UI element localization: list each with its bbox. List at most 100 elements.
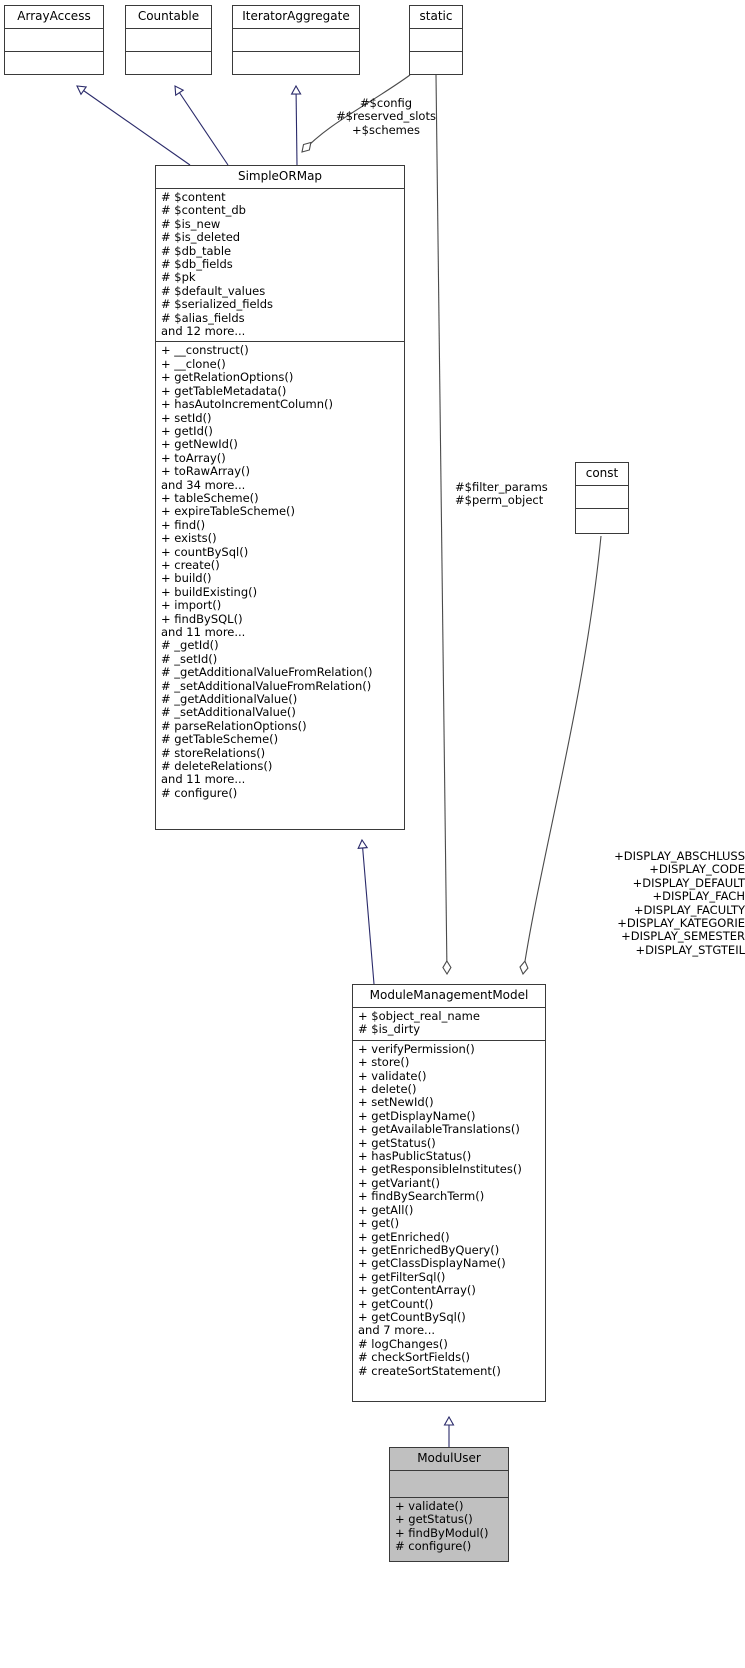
member-entry: +DISPLAY_CODE [649, 862, 745, 877]
member-entry: + getClassDisplayName() [358, 1256, 506, 1271]
methods-compartment [410, 52, 462, 74]
member-entry: + tableScheme() [161, 490, 259, 505]
member-entry: + getStatus() [395, 1512, 473, 1527]
member-entry: + toRawArray() [161, 464, 250, 479]
member-entry: # _setAdditionalValue() [161, 705, 296, 720]
member-entry: + verifyPermission() [358, 1041, 475, 1056]
member-entry: + getVariant() [358, 1175, 440, 1190]
member-entry: # checkSortFields() [358, 1350, 471, 1365]
member-entry: #$reserved_slots [336, 109, 436, 124]
member-entry: + __clone() [161, 356, 226, 371]
methods-compartment [5, 52, 103, 74]
member-entry: # $alias_fields [161, 310, 245, 325]
member-entry: + setId() [161, 410, 212, 425]
methods-compartment [576, 509, 628, 531]
class-title: Countable [126, 6, 211, 29]
member-entry: + hasPublicStatus() [358, 1149, 472, 1164]
member-entry: +DISPLAY_FACULTY [633, 902, 745, 917]
class-box-countable[interactable]: Countable [125, 5, 212, 75]
member-entry: +DISPLAY_SEMESTER [621, 929, 745, 944]
methods-compartment: + validate()+ getStatus()+ findByModul()… [390, 1498, 508, 1557]
member-entry: + $object_real_name [358, 1009, 480, 1023]
member-entry: + delete() [358, 1082, 417, 1097]
member-entry: # $is_new [161, 216, 221, 231]
member-entry: + getFilterSql() [358, 1269, 446, 1284]
member-entry: and 7 more... [358, 1323, 436, 1338]
member-entry: and 12 more... [161, 324, 246, 339]
member-entry: # createSortStatement() [358, 1363, 501, 1378]
attributes-compartment [576, 486, 628, 509]
member-entry: + getStatus() [358, 1135, 436, 1150]
member-entry: + getEnrichedByQuery() [358, 1242, 500, 1257]
member-entry: # storeRelations() [161, 745, 266, 760]
class-box-iterator-aggregate[interactable]: IteratorAggregate [232, 5, 360, 75]
member-entry: # $is_deleted [161, 230, 241, 245]
member-entry: and 34 more... [161, 477, 246, 492]
member-entry: # getTableScheme() [161, 732, 279, 747]
class-title: ArrayAccess [5, 6, 103, 29]
member-entry: +$schemes [352, 122, 420, 137]
member-entry: and 11 more... [161, 625, 246, 639]
member-entry: # $db_fields [161, 257, 233, 272]
member-entry: # $content_db [161, 203, 246, 218]
class-box-const[interactable]: const [575, 462, 629, 534]
class-box-array-access[interactable]: ArrayAccess [4, 5, 104, 75]
member-entry: # $content [161, 190, 226, 204]
class-title: IteratorAggregate [233, 6, 359, 29]
member-entry: # _setId() [161, 651, 218, 666]
member-entry: and 11 more... [161, 772, 246, 787]
member-entry: + expireTableScheme() [161, 504, 295, 519]
member-entry: + getContentArray() [358, 1283, 476, 1298]
member-entry: + exists() [161, 531, 217, 546]
class-box-simple-ormap[interactable]: SimpleORMap # $content# $content_db# $is… [155, 165, 405, 830]
edge-label-static-simple-ormap: #$config#$reserved_slots+$schemes [322, 96, 450, 137]
member-entry: + getCountBySql() [358, 1309, 466, 1324]
methods-compartment: + __construct()+ __clone()+ getRelationO… [156, 342, 404, 803]
attributes-compartment [410, 29, 462, 52]
member-entry: + findBySearchTerm() [358, 1189, 485, 1204]
member-entry: + create() [161, 557, 220, 572]
member-entry: # _getId() [161, 638, 219, 653]
member-entry: + import() [161, 598, 222, 613]
methods-compartment [126, 52, 211, 74]
member-entry: # _getAdditionalValueFromRelation() [161, 665, 373, 680]
member-entry: + getDisplayName() [358, 1108, 476, 1123]
member-entry: # configure() [395, 1539, 472, 1554]
member-entry: # $pk [161, 270, 196, 285]
member-entry: + buildExisting() [161, 584, 258, 599]
member-entry: # logChanges() [358, 1336, 448, 1351]
member-entry: + store() [358, 1055, 410, 1070]
member-entry: + setNewId() [358, 1095, 434, 1110]
member-entry: # deleteRelations() [161, 759, 273, 774]
member-entry: # $serialized_fields [161, 297, 274, 312]
member-entry: +DISPLAY_FACH [652, 889, 745, 904]
member-entry: # parseRelationOptions() [161, 718, 307, 733]
member-entry: + getCount() [358, 1296, 434, 1311]
member-entry: + getId() [161, 423, 213, 438]
member-entry: + getNewId() [161, 437, 238, 452]
member-entry: + getTableMetadata() [161, 383, 287, 398]
class-title: SimpleORMap [156, 166, 404, 189]
member-entry: + build() [161, 571, 212, 586]
class-title: ModulUser [390, 1448, 508, 1471]
class-box-static[interactable]: static [409, 5, 463, 75]
member-entry: # _setAdditionalValueFromRelation() [161, 678, 372, 693]
member-entry: + getEnriched() [358, 1229, 450, 1244]
member-entry: + countBySql() [161, 544, 249, 559]
class-box-modul-user[interactable]: ModulUser + validate()+ getStatus()+ fin… [389, 1447, 509, 1562]
member-entry: + getResponsibleInstitutes() [358, 1162, 522, 1177]
methods-compartment: + verifyPermission()+ store()+ validate(… [353, 1041, 545, 1381]
class-box-module-management-model[interactable]: ModuleManagementModel + $object_real_nam… [352, 984, 546, 1402]
member-entry: + getRelationOptions() [161, 370, 294, 385]
member-entry: + toArray() [161, 450, 226, 465]
class-title: ModuleManagementModel [353, 985, 545, 1008]
class-title: static [410, 6, 462, 29]
member-entry: + validate() [395, 1499, 464, 1513]
attributes-compartment [390, 1471, 508, 1498]
member-entry: + validate() [358, 1068, 427, 1083]
edge-label-static-module-management-model: #$filter_params#$perm_object [455, 480, 585, 508]
member-entry: + __construct() [161, 343, 249, 358]
member-entry: # configure() [161, 785, 238, 800]
edge-label-const-module-management-model: +DISPLAY_ABSCHLUSS+DISPLAY_CODE+DISPLAY_… [545, 849, 745, 957]
